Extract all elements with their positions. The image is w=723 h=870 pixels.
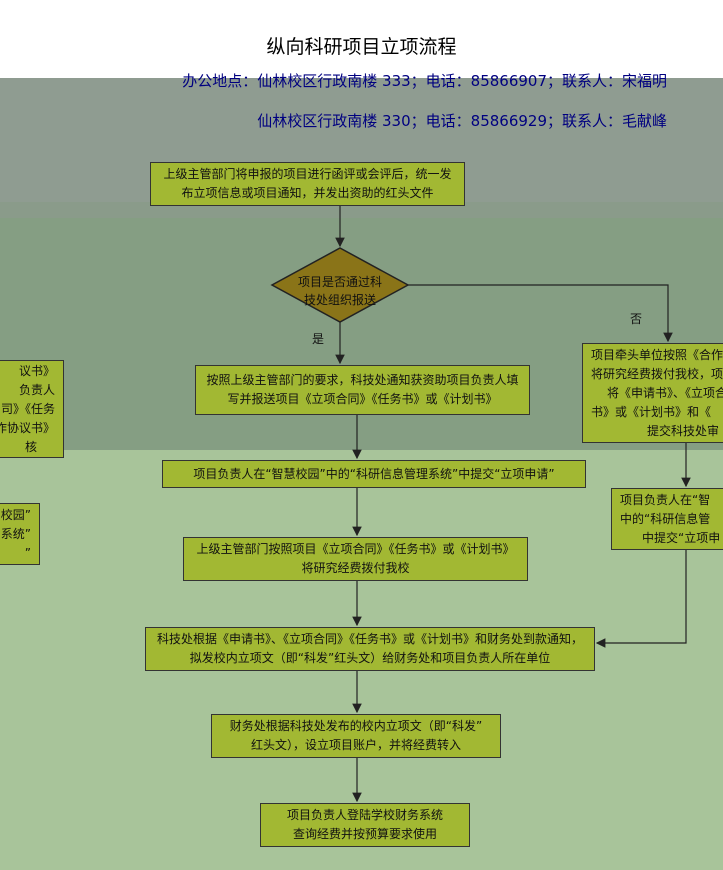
step-text: 布立项信息或项目通知，并发出资助的红头文件 [181, 186, 434, 200]
step-text: ” [24, 545, 31, 560]
step-text: 负责人 [18, 382, 55, 397]
step-text: 财务处根据科技处发布的校内立项文（即“科发” [229, 719, 483, 733]
step-text: 议书》 [18, 363, 55, 378]
step-text: 将研究经费拨付我校，项 [591, 366, 723, 381]
step-text: 上级主管部门将申报的项目进行函评或会评后，统一发 [163, 167, 452, 181]
step-text: 中的“科研信息管 [620, 511, 711, 526]
decision-text-line: 项目是否通过科 [297, 275, 382, 289]
label-yes: 是 [312, 332, 325, 346]
step-text: 提交科技处审 [647, 423, 720, 438]
step-text: 项目负责人在“智慧校园”中的“科研信息管理系统”中提交“立项申请” [193, 466, 555, 481]
office-info-line-2: 仙林校区行政南楼 330；电话：85866929；联系人：毛献峰 [257, 112, 667, 130]
decision-text-line: 技处组织报送 [303, 293, 376, 307]
step-text: 司》《任务 [0, 401, 55, 416]
step-use-funds: 项目负责人登陆学校财务系统查询经费并按预算要求使用 [260, 803, 470, 847]
step-text: 将《申请书》、《立项合 [607, 385, 723, 400]
step-text: 科技处根据《申请书》、《立项合同》《任务书》或《计划书》和财务处到款通知， [156, 632, 583, 646]
step-text: 项目负责人在“智 [620, 492, 711, 507]
step-submit-contract: 按照上级主管部门的要求，科技处通知获资助项目负责人填写并报送项目《立项合同》《任… [195, 365, 530, 415]
step-text: 写并报送项目《立项合同》《任务书》或《计划书》 [227, 392, 498, 406]
step-text: 查询经费并按预算要求使用 [292, 827, 437, 841]
step-text: 将研究经费拨付我校 [301, 561, 410, 575]
step-project-application: 项目负责人在“智慧校园”中的“科研信息管理系统”中提交“立项申请” [162, 460, 586, 488]
step-text: 系统” [0, 526, 31, 541]
step-text: 书》或《计划书》和《 [591, 404, 712, 419]
label-no: 否 [630, 312, 643, 326]
step-text: 拟发校内立项文（即“科发”红头文）给财务处和项目负责人所在单位 [189, 651, 551, 665]
step-text: 项目负责人登陆学校财务系统 [286, 808, 443, 822]
step-left-agreement: 议书》 负责人 司》《任务 作协议书》 核 [0, 360, 64, 458]
step-text: 项目牵头单位按照《合作 [591, 347, 723, 362]
step-right-application: 项目负责人在“智 中的“科研信息管 中提交“立项申 [611, 488, 723, 550]
arrow-decision-no [408, 284, 673, 343]
background-band-mid [0, 202, 723, 218]
step-text: 按照上级主管部门的要求，科技处通知获资助项目负责人填 [206, 373, 519, 387]
step-fund-transfer: 上级主管部门按照项目《立项合同》《任务书》或《计划书》将研究经费拨付我校 [183, 537, 528, 581]
step-text: 校园” [0, 507, 31, 522]
step-text: 核 [24, 439, 37, 454]
arrow-r2-s6 [595, 550, 687, 648]
step-issue-document: 科技处根据《申请书》、《立项合同》《任务书》或《计划书》和财务处到款通知， 拟发校… [145, 627, 595, 671]
step-text: 上级主管部门按照项目《立项合同》《任务书》或《计划书》 [196, 542, 515, 556]
step-left-application: 校园” 系统” ” [0, 503, 40, 565]
office-info-line-1: 办公地点：仙林校区行政南楼 333；电话：85866907；联系人：宋福明 [182, 72, 667, 90]
step-text: 作协议书》 [0, 420, 55, 435]
step-approval-notice: 上级主管部门将申报的项目进行函评或会评后，统一发布立项信息或项目通知，并发出资助… [150, 162, 465, 206]
decision-text: 项目是否通过科技处组织报送 [272, 262, 408, 320]
step-text: 中提交“立项申 [642, 530, 721, 545]
step-lead-unit-transfer: 项目牵头单位按照《合作 将研究经费拨付我校，项 将《申请书》、《立项合 书》或《… [582, 343, 723, 443]
step-open-account: 财务处根据科技处发布的校内立项文（即“科发” 红头文），设立项目账户，并将经费转入 [211, 714, 501, 758]
page-title: 纵向科研项目立项流程 [266, 36, 457, 58]
step-text: 红头文），设立项目账户，并将经费转入 [250, 738, 461, 752]
